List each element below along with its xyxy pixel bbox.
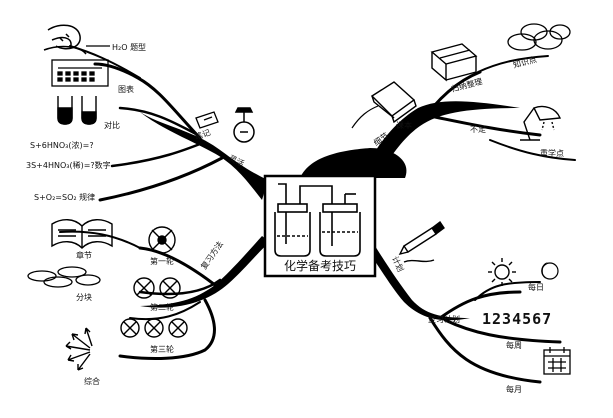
wheel-icon: [120, 318, 188, 338]
sub-branches: [59, 45, 576, 384]
branch-label-lower-right: 计划: [390, 255, 406, 274]
box-icon: [430, 43, 478, 82]
label-h2o: H₂O 题型: [112, 43, 146, 52]
label-review: 重学点: [540, 148, 564, 158]
test-tube-icon: [57, 96, 97, 125]
label-knowledge: 知识点: [512, 54, 538, 70]
fountain-pen-icon: [398, 220, 445, 263]
label-table: 图表: [118, 84, 134, 94]
label-synthesis: 综合: [84, 376, 100, 386]
calendar-icon: [543, 347, 571, 375]
cloud-icon: [507, 23, 571, 51]
label-compare: 对比: [104, 120, 120, 130]
book-icon: [370, 81, 417, 124]
equation-1: S+6HNO₃(浓)=?: [30, 141, 94, 150]
label-notes: 笔记: [193, 127, 211, 142]
equation-2: 3S+4HNO₃(稀)=?数字: [26, 160, 111, 170]
center-node: 化学备考技巧: [263, 174, 377, 278]
label-weekly: 每周: [506, 340, 522, 350]
label-monthly: 每月: [506, 384, 522, 394]
wheel-icon: [133, 277, 181, 299]
label-focus: 不足: [470, 125, 486, 134]
open-book-icon: [51, 219, 113, 249]
gas-bottle-apparatus-icon: [274, 183, 361, 257]
label-chapter: 章节: [76, 250, 92, 260]
label-round3: 第三轮: [150, 344, 174, 354]
rule-equation: S+O₂=SO₂ 规律: [34, 192, 95, 202]
label-textbook: 课本: [396, 120, 412, 130]
pencil-sharpener-icon: [195, 111, 219, 129]
moon-icon: [541, 262, 559, 280]
leaves-icon: [27, 266, 101, 288]
label-round1: 第一轮: [150, 256, 174, 266]
arrow-textbook: [351, 105, 379, 129]
calculator-icon: [51, 59, 109, 87]
center-title: 化学备考技巧: [284, 258, 356, 273]
label-plan: 复习计划: [428, 314, 460, 324]
wheel-icon: [148, 226, 176, 254]
label-round2: 第二轮: [150, 302, 174, 312]
lamp-icon: [520, 105, 561, 141]
numbers-sequence: 1234567: [482, 310, 552, 328]
water-splash-icon: [43, 24, 87, 55]
branch-label-lower-left: 复习方法: [198, 239, 225, 271]
sun-icon: [488, 258, 516, 286]
label-daily: 每日: [528, 282, 544, 292]
arrows-burst-icon: [65, 327, 93, 371]
label-split: 分块: [76, 292, 92, 302]
unicycle-icon: [233, 107, 255, 143]
